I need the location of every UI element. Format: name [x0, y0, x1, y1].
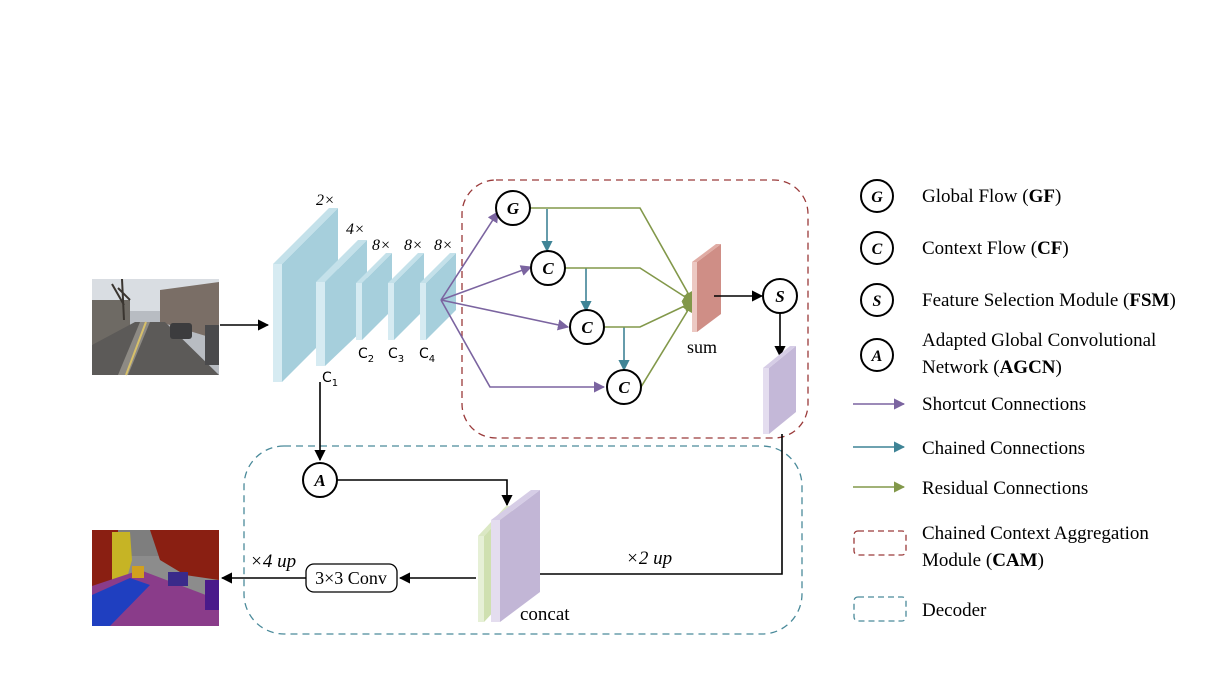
- svg-text:A: A: [313, 471, 325, 490]
- input-street-image: [92, 278, 219, 376]
- legend-fsm-text: Feature Selection Module (FSM): [922, 290, 1176, 311]
- legend-decoder-box-icon: [853, 596, 907, 622]
- legend-fsm: S Feature Selection Module (FSM): [860, 283, 1176, 317]
- chained-connections: [541, 209, 630, 372]
- legend-decoder: Decoder: [853, 596, 987, 622]
- cf-node-3: C: [606, 369, 642, 405]
- legend-gf: G Global Flow (GF): [860, 179, 1061, 213]
- agcn-node: A: [302, 462, 338, 498]
- cf-node-2: C: [569, 309, 605, 345]
- c2-label: C2: [358, 346, 374, 365]
- legend-decoder-text: Decoder: [922, 600, 987, 621]
- cam-dashed-box: [461, 179, 809, 439]
- encoder-block-8x-c3: [388, 253, 424, 340]
- legend-chained-text: Chained Connections: [922, 438, 1085, 459]
- legend-residual: Residual Connections: [853, 478, 1088, 499]
- svg-text:C: C: [581, 318, 593, 337]
- legend-cam: Chained Context Aggregation Module (CAM): [853, 523, 1149, 571]
- concat-label: concat: [520, 604, 570, 625]
- gf-node: G: [495, 190, 531, 226]
- up4-label: ×4 up: [250, 551, 296, 572]
- fsm-node: S: [762, 278, 798, 314]
- legend-cf-text: Context Flow (CF): [922, 238, 1069, 259]
- svg-text:A: A: [871, 348, 883, 365]
- legend-cam-text-2: Module (CAM): [922, 550, 1044, 571]
- agcn-to-concat-arrow: [337, 479, 513, 507]
- sum-block: [692, 244, 721, 332]
- svg-text:G: G: [871, 189, 883, 206]
- sum-label: sum: [687, 337, 717, 357]
- c3-label: C3: [388, 346, 404, 365]
- shortcut-connections: [440, 211, 606, 393]
- legend-agcn-icon: [860, 338, 894, 372]
- svg-text:C: C: [872, 241, 883, 258]
- svg-text:S: S: [775, 287, 784, 306]
- c1-label: C1: [322, 370, 338, 389]
- scale-label-8x-a: 8×: [372, 237, 391, 254]
- scale-label-4x: 4×: [346, 221, 365, 238]
- concat-block: [478, 490, 540, 622]
- scale-label-8x-b: 8×: [404, 237, 423, 254]
- encoder-stage-labels: C1 C2 C3 C4: [322, 346, 435, 389]
- legend-agcn-text-2: Network (AGCN): [922, 357, 1062, 378]
- legend-gf-icon: [860, 179, 894, 213]
- encoder-block-8x-c2: [356, 253, 392, 340]
- residual-connections: [530, 207, 695, 388]
- legend-residual-text: Residual Connections: [922, 478, 1088, 499]
- legend-shortcut: Shortcut Connections: [853, 394, 1086, 415]
- fsm-output-block: [763, 346, 796, 434]
- svg-text:C: C: [618, 378, 630, 397]
- svg-text:S: S: [873, 293, 882, 310]
- scale-label-2x: 2×: [316, 192, 335, 209]
- legend: G Global Flow (GF) C Context Flow (CF) S…: [853, 179, 1176, 622]
- up2-arrow: [528, 434, 783, 580]
- svg-text:G: G: [507, 199, 520, 218]
- output-segmentation-image: [92, 530, 219, 626]
- c4-label: C4: [419, 346, 435, 365]
- legend-agcn: A Adapted Global Convolutional Network (…: [860, 330, 1156, 378]
- legend-cf: C Context Flow (CF): [860, 231, 1069, 265]
- legend-shortcut-text: Shortcut Connections: [922, 394, 1086, 415]
- legend-cam-text-1: Chained Context Aggregation: [922, 523, 1149, 544]
- legend-fsm-icon: [860, 283, 894, 317]
- cf-node-1: C: [530, 250, 566, 286]
- legend-chained: Chained Connections: [853, 438, 1085, 459]
- up2-label: ×2 up: [626, 548, 672, 569]
- encoder-block-8x-c4: [420, 253, 456, 340]
- conv-label: 3×3 Conv: [315, 568, 387, 588]
- legend-agcn-text-1: Adapted Global Convolutional: [922, 330, 1156, 351]
- legend-cam-box-icon: [853, 530, 907, 556]
- scale-label-8x-c: 8×: [434, 237, 453, 254]
- legend-cf-icon: [860, 231, 894, 265]
- decoder-dashed-box: [243, 445, 803, 635]
- legend-gf-text: Global Flow (GF): [922, 186, 1061, 207]
- svg-text:C: C: [542, 259, 554, 278]
